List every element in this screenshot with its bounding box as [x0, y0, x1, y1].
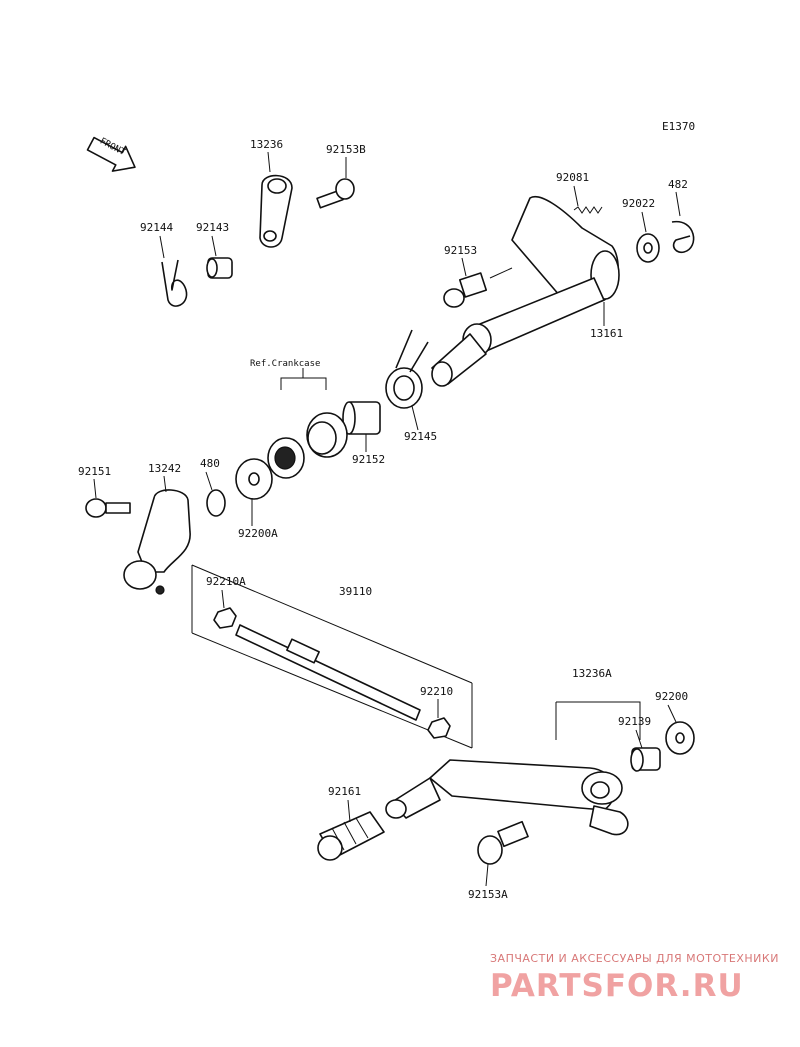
- spring-92081: [573, 206, 603, 214]
- washer-92200: [665, 721, 695, 755]
- front-arrow-icon: [86, 136, 136, 172]
- washer-92022: [636, 233, 660, 263]
- collar-92139: [630, 747, 661, 772]
- label-92153: 92153: [444, 244, 477, 257]
- nut-92210a: [213, 607, 237, 629]
- watermark-logo: PARTSFOR.RU: [490, 968, 744, 1004]
- label-92144: 92144: [140, 221, 173, 234]
- label-92151: 92151: [78, 465, 111, 478]
- shift-arm-13236: [259, 174, 293, 248]
- collar-92143: [206, 257, 233, 279]
- lever-13242: [123, 489, 191, 595]
- label-92152: 92152: [352, 453, 385, 466]
- oil-seal: [267, 437, 305, 479]
- shift-shaft-13161: [431, 195, 620, 387]
- label-13236a: 13236A: [572, 667, 612, 680]
- bolt-92153a: [477, 820, 529, 865]
- label-92200a: 92200A: [238, 527, 278, 540]
- nut-92210: [427, 717, 451, 739]
- rubber-92161: [317, 811, 385, 861]
- label-13236: 13236: [250, 138, 283, 151]
- ref-crankcase-label: Ref.Crankcase: [250, 359, 320, 369]
- spring-92144: [161, 259, 188, 307]
- collar-92152: [342, 401, 381, 435]
- label-92022: 92022: [622, 197, 655, 210]
- spring-92145: [385, 329, 429, 409]
- bolt-92151: [85, 498, 131, 518]
- circlip-482: [671, 221, 695, 254]
- bolt-92153b: [316, 178, 355, 209]
- shift-pedal-13236a: [385, 759, 629, 836]
- watermark-tagline: ЗАПЧАСТИ И АКСЕССУАРЫ ДЛЯ МОТОТЕХНИКИ: [490, 952, 779, 965]
- label-92210: 92210: [420, 685, 453, 698]
- circlip-480: [206, 489, 226, 517]
- label-482: 482: [668, 178, 688, 191]
- washer-92200a: [235, 458, 273, 500]
- label-480: 480: [200, 457, 220, 470]
- bearing: [306, 412, 348, 458]
- bolt-92153: [443, 272, 488, 308]
- label-92161: 92161: [328, 785, 361, 798]
- label-92153a: 92153A: [468, 888, 508, 901]
- diagram-code: E1370: [662, 120, 695, 133]
- label-92139: 92139: [618, 715, 651, 728]
- label-92200: 92200: [655, 690, 688, 703]
- label-92143: 92143: [196, 221, 229, 234]
- label-13161: 13161: [590, 327, 623, 340]
- label-92210a: 92210A: [206, 575, 246, 588]
- label-92153b: 92153B: [326, 143, 366, 156]
- label-92081: 92081: [556, 171, 589, 184]
- label-13242: 13242: [148, 462, 181, 475]
- tie-rod-39110: [235, 624, 421, 721]
- label-39110: 39110: [339, 585, 372, 598]
- label-92145: 92145: [404, 430, 437, 443]
